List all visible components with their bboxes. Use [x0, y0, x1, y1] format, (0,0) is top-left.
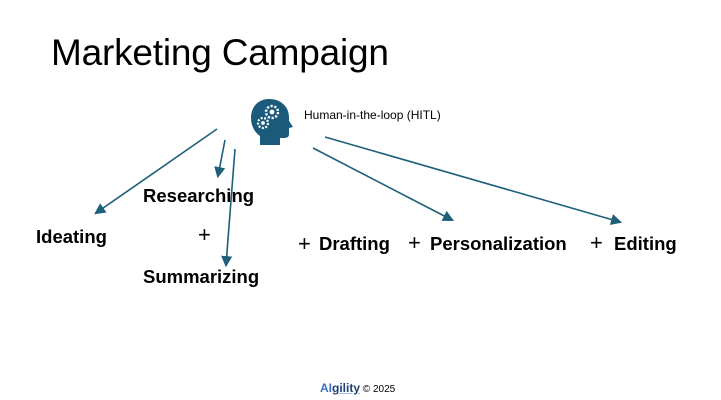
arrow-to-researching: [214, 139, 226, 179]
plus-sign: +: [198, 222, 211, 247]
arrow-to-ideating: [94, 128, 218, 215]
step-editing: Editing: [614, 233, 677, 254]
arrow-to-drafting: [312, 147, 454, 222]
step-researching: Researching: [143, 185, 255, 206]
step-summarizing: Summarizing: [143, 266, 260, 287]
footer-brand: AIgility © 2025: [320, 381, 395, 395]
brand-rest: gility: [332, 381, 361, 395]
head-gears-icon: [251, 99, 293, 145]
plus-sign: +: [590, 230, 603, 255]
copyright: © 2025: [362, 384, 396, 395]
step-personalization: Personalization: [430, 233, 567, 254]
step-drafting: Drafting: [319, 233, 390, 254]
arrow-to-summarizing: [221, 148, 236, 268]
arrow-to-editing: [324, 136, 623, 225]
plus-sign: +: [408, 230, 421, 255]
step-ideating: Ideating: [36, 226, 107, 247]
plus-sign: +: [298, 231, 311, 256]
page-title: Marketing Campaign: [51, 32, 389, 73]
brand-ai: AI: [320, 381, 332, 395]
hitl-label: Human-in-the-loop (HITL): [304, 108, 441, 122]
